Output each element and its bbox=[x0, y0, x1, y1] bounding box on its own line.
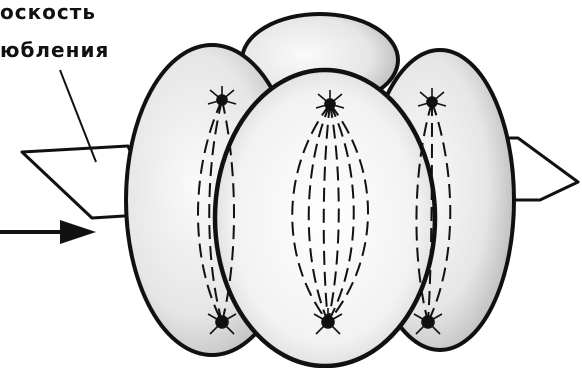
arrow-icon bbox=[0, 220, 96, 244]
plane-label-line2: юбления bbox=[0, 40, 109, 60]
plane-label-line1: оскость bbox=[0, 2, 96, 22]
